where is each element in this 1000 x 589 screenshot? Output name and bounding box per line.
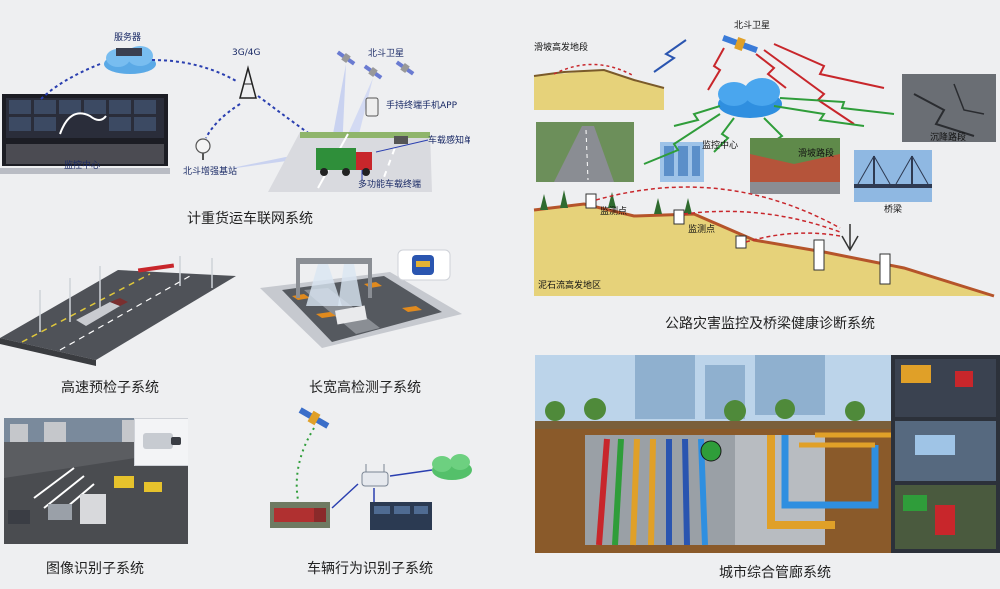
tree-icons [540, 190, 692, 214]
vehicle-network-diagram [0, 46, 432, 192]
label-monitor-center: 监控中心 [702, 141, 739, 151]
vehicle-behavior-panel [262, 404, 478, 532]
camera-icon [134, 418, 188, 466]
label-monitor-point-1: 监测点 [600, 207, 628, 217]
link-server-monitor [39, 63, 101, 101]
vehicle-network-panel: 服务器 监控中心 3G/4G 北斗卫星 北斗增强基站 手持终端手机APP 车载感… [0, 20, 470, 195]
satellite-beam [330, 64, 346, 152]
label-bridge: 桥梁 [884, 205, 903, 215]
label-vehicle-unit: 车载感知单元 [428, 136, 470, 146]
satellite-icons [336, 50, 415, 80]
monitor-screen [370, 502, 432, 530]
label-monitor-center: 监控中心 [64, 161, 101, 171]
truck-icon [316, 148, 372, 176]
link-server-tower [151, 59, 239, 83]
bridge-photo [854, 150, 932, 202]
cell-tower-icon [239, 65, 257, 99]
label-network: 3G/4G [232, 48, 261, 58]
monitor-point-sensors [585, 193, 891, 285]
cloud-icon [718, 78, 782, 118]
lidar-sensor-icon [397, 249, 451, 281]
caption-highway-precheck: 高速预检子系统 [61, 380, 159, 396]
subsidence-photo [902, 74, 996, 142]
label-base-station: 北斗增强基站 [183, 167, 238, 177]
length-width-height-panel [252, 248, 470, 370]
monitor-center-image [0, 94, 170, 174]
disaster-monitoring-diagram [533, 35, 996, 298]
highway-photo [536, 122, 634, 182]
caption-utility-tunnel: 城市综合管廊系统 [719, 565, 831, 581]
server-cloud-icon [104, 46, 156, 74]
satellite-icon [722, 35, 758, 53]
car-icon [394, 136, 408, 144]
truck-photo [270, 502, 330, 528]
pointer-line [375, 139, 429, 153]
label-monitor-point-2: 监测点 [688, 225, 716, 235]
truck-icon [76, 298, 128, 326]
landslide-section-photo [750, 138, 840, 194]
caption-vehicle-behavior: 车辆行为识别子系统 [307, 561, 433, 577]
caption-vehicle-network: 计重货运车联网系统 [187, 211, 313, 227]
label-beidou: 北斗卫星 [734, 21, 771, 31]
caption-length-width-height: 长宽高检测子系统 [309, 380, 421, 396]
base-station-icon [195, 138, 211, 160]
landslide-area-scene [533, 68, 665, 110]
highway-precheck-diagram [0, 256, 236, 366]
utility-tunnel-panel [535, 355, 1000, 553]
label-debris-area: 泥石流高发地区 [538, 281, 602, 291]
monitor-center-building [660, 142, 704, 182]
cloud-icon [432, 454, 472, 480]
tunnel-control-screens [895, 359, 996, 549]
debris-terrain [533, 202, 995, 298]
label-server: 服务器 [114, 33, 142, 43]
satellite-icon [298, 407, 330, 429]
vehicle-behavior-diagram [270, 407, 472, 530]
label-landslide-area: 滑坡高发地段 [534, 43, 589, 53]
highway-precheck-panel [0, 250, 240, 370]
link-tower-base [205, 103, 241, 139]
caption-image-recognition: 图像识别子系统 [46, 561, 144, 577]
label-beidou: 北斗卫星 [368, 49, 405, 59]
handheld-phone-icon [365, 97, 379, 117]
label-subsidence: 沉降路段 [930, 133, 967, 143]
label-landslide-section: 滑坡路段 [798, 149, 835, 159]
label-multi-terminal: 多功能车载终端 [358, 180, 422, 190]
caption-disaster-monitoring: 公路灾害监控及桥梁健康诊断系统 [665, 316, 875, 332]
image-recognition-diagram [4, 418, 188, 544]
lwh-diagram [260, 249, 462, 348]
disaster-monitoring-panel: 北斗卫星 滑坡高发地段 监控中心 滑坡路段 沉降路段 桥梁 监测点 监测点 泥石… [524, 14, 1000, 304]
utility-tunnel-diagram [535, 355, 1000, 553]
label-handheld-app: 手持终端手机APP [386, 101, 458, 111]
image-recognition-panel [4, 418, 188, 544]
router-icon [361, 464, 389, 487]
